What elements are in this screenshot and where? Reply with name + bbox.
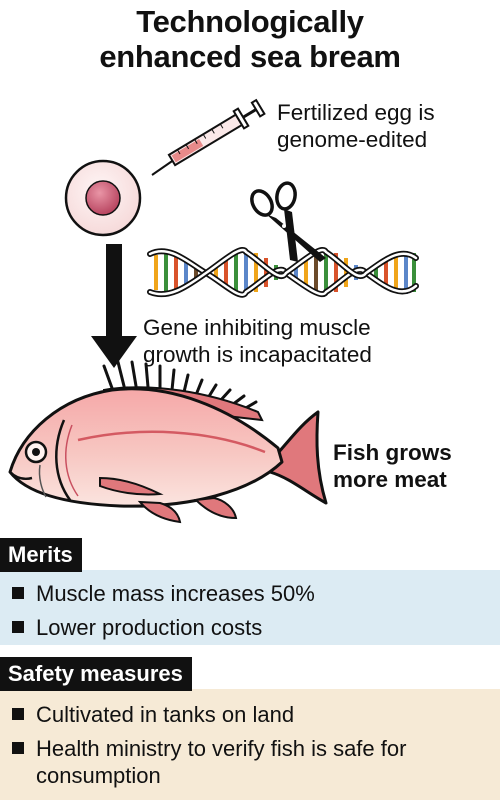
list-item: Cultivated in tanks on land xyxy=(0,701,500,728)
merits-panel: Muscle mass increases 50% Lower producti… xyxy=(0,570,500,645)
bullet-icon xyxy=(12,742,24,754)
title-line-1: Technologically xyxy=(136,4,364,39)
diagram-title: Technologically enhanced sea bream xyxy=(0,4,500,74)
list-item: Lower production costs xyxy=(0,614,500,641)
sea-bream-fish-icon xyxy=(8,360,328,524)
merits-heading: Merits xyxy=(0,538,82,572)
fertilized-egg-icon xyxy=(64,159,142,237)
down-arrow-icon xyxy=(91,244,137,368)
safety-panel: Cultivated in tanks on land Health minis… xyxy=(0,689,500,800)
fish-caption: Fish grows more meat xyxy=(333,440,452,492)
bullet-icon xyxy=(12,587,24,599)
list-item: Muscle mass increases 50% xyxy=(0,580,500,607)
list-item: Health ministry to verify fish is safe f… xyxy=(0,735,500,789)
egg-caption: Fertilized egg is genome-edited xyxy=(277,100,435,152)
scissors-icon xyxy=(250,181,326,262)
safety-heading: Safety measures xyxy=(0,657,192,691)
syringe-icon xyxy=(151,98,266,176)
illustration xyxy=(8,98,419,524)
dna-helix-icon xyxy=(147,247,419,298)
gene-caption: Gene inhibiting muscle growth is incapac… xyxy=(143,315,372,367)
bullet-icon xyxy=(12,621,24,633)
title-line-2: enhanced sea bream xyxy=(99,39,401,74)
bullet-icon xyxy=(12,708,24,720)
